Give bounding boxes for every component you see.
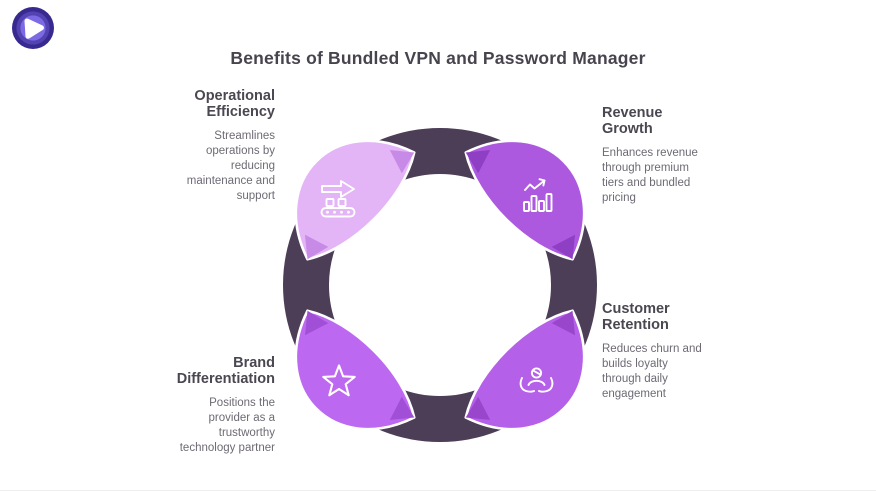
segment-description: Enhances revenue through premium tiers a… xyxy=(602,147,698,204)
segment-label-revenue-growth: Revenue Growth Enhances revenue through … xyxy=(602,105,712,206)
segment-heading: Operational Efficiency xyxy=(194,88,275,120)
segment-description: Streamlines operations by reducing maint… xyxy=(186,130,275,202)
growth-chart-icon xyxy=(523,178,553,212)
segment-description: Positions the provider as a trustworthy … xyxy=(179,397,275,454)
purevpn-onion-play-icon xyxy=(12,7,54,49)
cycle-ring xyxy=(283,128,597,442)
person-care-icon xyxy=(519,367,554,393)
page-title: Benefits of Bundled VPN and Password Man… xyxy=(230,48,646,68)
segment-label-brand-differentiation: Brand Differentiation Positions the prov… xyxy=(165,355,275,456)
segment-wedge-operational-efficiency xyxy=(294,139,416,261)
conveyor-arrow-icon xyxy=(320,180,356,218)
segment-label-customer-retention: Customer Retention Reduces churn and bui… xyxy=(602,301,712,402)
star-icon xyxy=(322,364,356,397)
segment-heading: Revenue Growth xyxy=(602,105,663,137)
segment-label-operational-efficiency: Operational Efficiency Streamlines opera… xyxy=(165,88,275,204)
segment-wedge-revenue-growth xyxy=(464,139,586,261)
bottom-divider xyxy=(0,490,876,491)
segment-heading: Customer Retention xyxy=(602,301,670,333)
brand-logo xyxy=(12,7,54,49)
segment-wedge-customer-retention xyxy=(464,309,586,431)
segment-heading: Brand Differentiation xyxy=(176,355,275,387)
segment-description: Reduces churn and builds loyalty through… xyxy=(602,343,702,400)
segment-wedge-brand-differentiation xyxy=(294,309,416,431)
cycle-diagram xyxy=(283,128,597,442)
